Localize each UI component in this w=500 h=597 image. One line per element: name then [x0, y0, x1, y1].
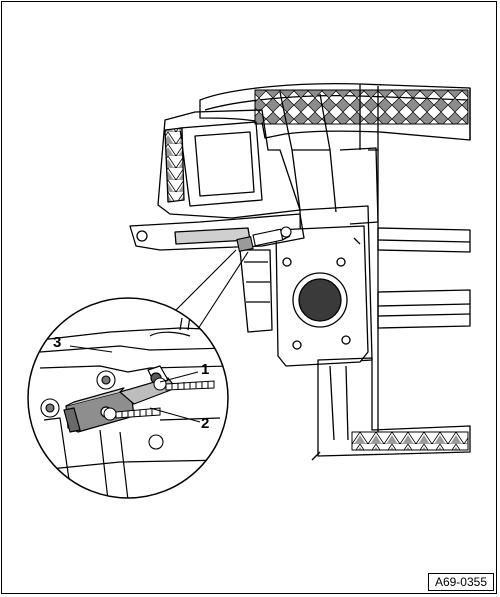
lower-crossmember: [317, 357, 471, 457]
upper-lattice: [254, 89, 469, 125]
lower-lattice: [351, 431, 469, 451]
sensor-connector: [63, 407, 81, 433]
crash-sensor-small: [236, 226, 292, 252]
screw-lower: [103, 407, 161, 421]
callout-1: 1: [201, 361, 210, 378]
mounting-bracket: [129, 213, 305, 251]
callout-3: 3: [53, 334, 62, 351]
callout-2: 2: [201, 415, 210, 432]
front-end-carrier: [129, 82, 471, 461]
side-lattice: [164, 127, 185, 203]
detail-view: [28, 298, 228, 498]
detail-circle-outline: [27, 297, 229, 499]
magnifier-leaders: [167, 249, 249, 333]
callout-leaders: [69, 345, 201, 423]
figure-id-label: A69-0355: [427, 573, 494, 591]
right-rail-upper: [377, 227, 471, 253]
upper-crossmember: [199, 82, 471, 141]
lamp-support-left: [157, 109, 301, 219]
right-rail-lower: [377, 289, 471, 329]
crash-sensor: [63, 365, 177, 433]
